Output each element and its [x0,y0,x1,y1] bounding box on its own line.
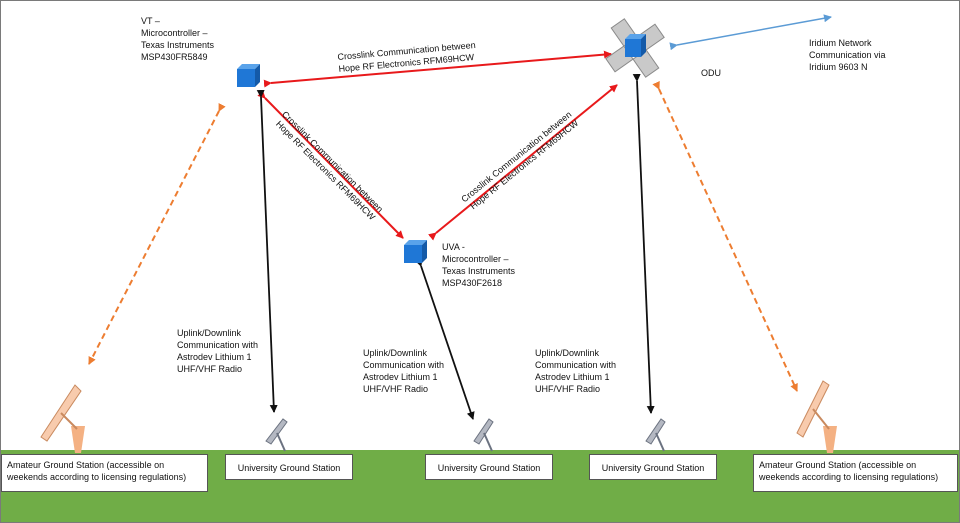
crosslink-right-line-1: Crosslink Communication between [459,109,573,204]
uplink-label-line: UHF/VHF Radio [177,364,243,374]
amateur-ground-station-left: Amateur Ground Station (accessible on we… [1,454,208,492]
amateur-right-line: weekends according to licensing regulati… [759,472,939,482]
crosslink-right-line-2: Hope RF Electronics RFM69HCW [468,118,580,212]
vt-satellite-cube [237,64,260,87]
amateur-link-right [652,80,798,392]
uplink-label-line: Astrodev Lithium 1 [363,372,438,382]
uplink-label-line: Astrodev Lithium 1 [535,372,610,382]
uplink-label-line: Uplink/Downlink [535,348,600,358]
uplink-label-line: Communication with [177,340,259,350]
uplink-uva [414,258,475,420]
amateur-left-line: weekends according to licensing regulati… [7,472,187,482]
amateur-dish-right [796,380,837,453]
iridium-label-line: Iridium 9603 N [809,62,868,72]
uva-satellite-cube [404,240,427,263]
uva-label-line: MSP430F2618 [442,278,503,288]
university-dish-3 [645,418,666,452]
amateur-left-line: Amateur Ground Station (accessible on [7,460,165,470]
university-ground-station-3: University Ground Station [589,454,717,480]
university-dish-2 [473,418,494,452]
amateur-right-line: Amateur Ground Station (accessible on [759,460,917,470]
uplink-label-line: UHF/VHF Radio [363,384,429,394]
university-ground-station-label: University Ground Station [237,463,341,473]
vt-label-line: MSP430FR5849 [141,52,208,62]
uva-label-line: Microcontroller – [442,254,509,264]
iridium-label-line: Communication via [809,50,886,60]
university-ground-station-1: University Ground Station [225,454,353,480]
crosslink-left-line-2: Hope RF Electronics RFM69HCW [274,119,378,223]
iridium-label-line: Iridium Network [809,38,872,48]
vt-label-line: Microcontroller – [141,28,208,38]
uplink-label-line: UHF/VHF Radio [535,384,601,394]
amateur-dish-left [40,384,85,453]
uplink-label-line: Communication with [363,360,445,370]
vt-label-line: VT – [141,16,160,26]
amateur-ground-station-right: Amateur Ground Station (accessible on we… [753,454,958,492]
uplink-label-uva: Uplink/Downlink Communication with Astro… [363,347,444,395]
uplink-label-odu: Uplink/Downlink Communication with Astro… [535,347,616,395]
odu-label-text: ODU [701,68,721,78]
odu-satellite [605,18,665,78]
vt-label: VT – Microcontroller – Texas Instruments… [141,15,214,63]
odu-label: ODU [701,67,721,79]
university-dish-1 [265,418,288,452]
uplink-label-line: Uplink/Downlink [363,348,428,358]
crosslink-left-line-1: Crosslink Communication between [280,109,385,214]
crosslink-vt-odu [263,50,612,88]
uplink-label-vt: Uplink/Downlink Communication with Astro… [177,327,258,375]
university-ground-station-label: University Ground Station [437,463,541,473]
uplink-label-line: Communication with [535,360,617,370]
university-ground-station-label: University Ground Station [601,463,705,473]
crosslink-uva-odu [428,84,618,241]
crosslink-label-right: Crosslink Communication between Hope RF … [459,108,582,213]
iridium-link [669,14,832,51]
uplink-label-line: Astrodev Lithium 1 [177,352,252,362]
uplink-odu [632,73,655,414]
uva-label: UVA - Microcontroller – Texas Instrument… [442,241,515,289]
uva-label-line: Texas Instruments [442,266,516,276]
crosslink-vt-uva [257,90,404,239]
uva-label-line: UVA - [442,242,465,252]
uplink-vt [256,89,278,413]
iridium-label: Iridium Network Communication via Iridiu… [809,37,886,73]
amateur-link-left [88,102,226,365]
vt-label-line: Texas Instruments [141,40,215,50]
uplink-label-line: Uplink/Downlink [177,328,242,338]
crosslink-label-left: Crosslink Communication between Hope RF … [272,109,387,224]
university-ground-station-2: University Ground Station [425,454,553,480]
